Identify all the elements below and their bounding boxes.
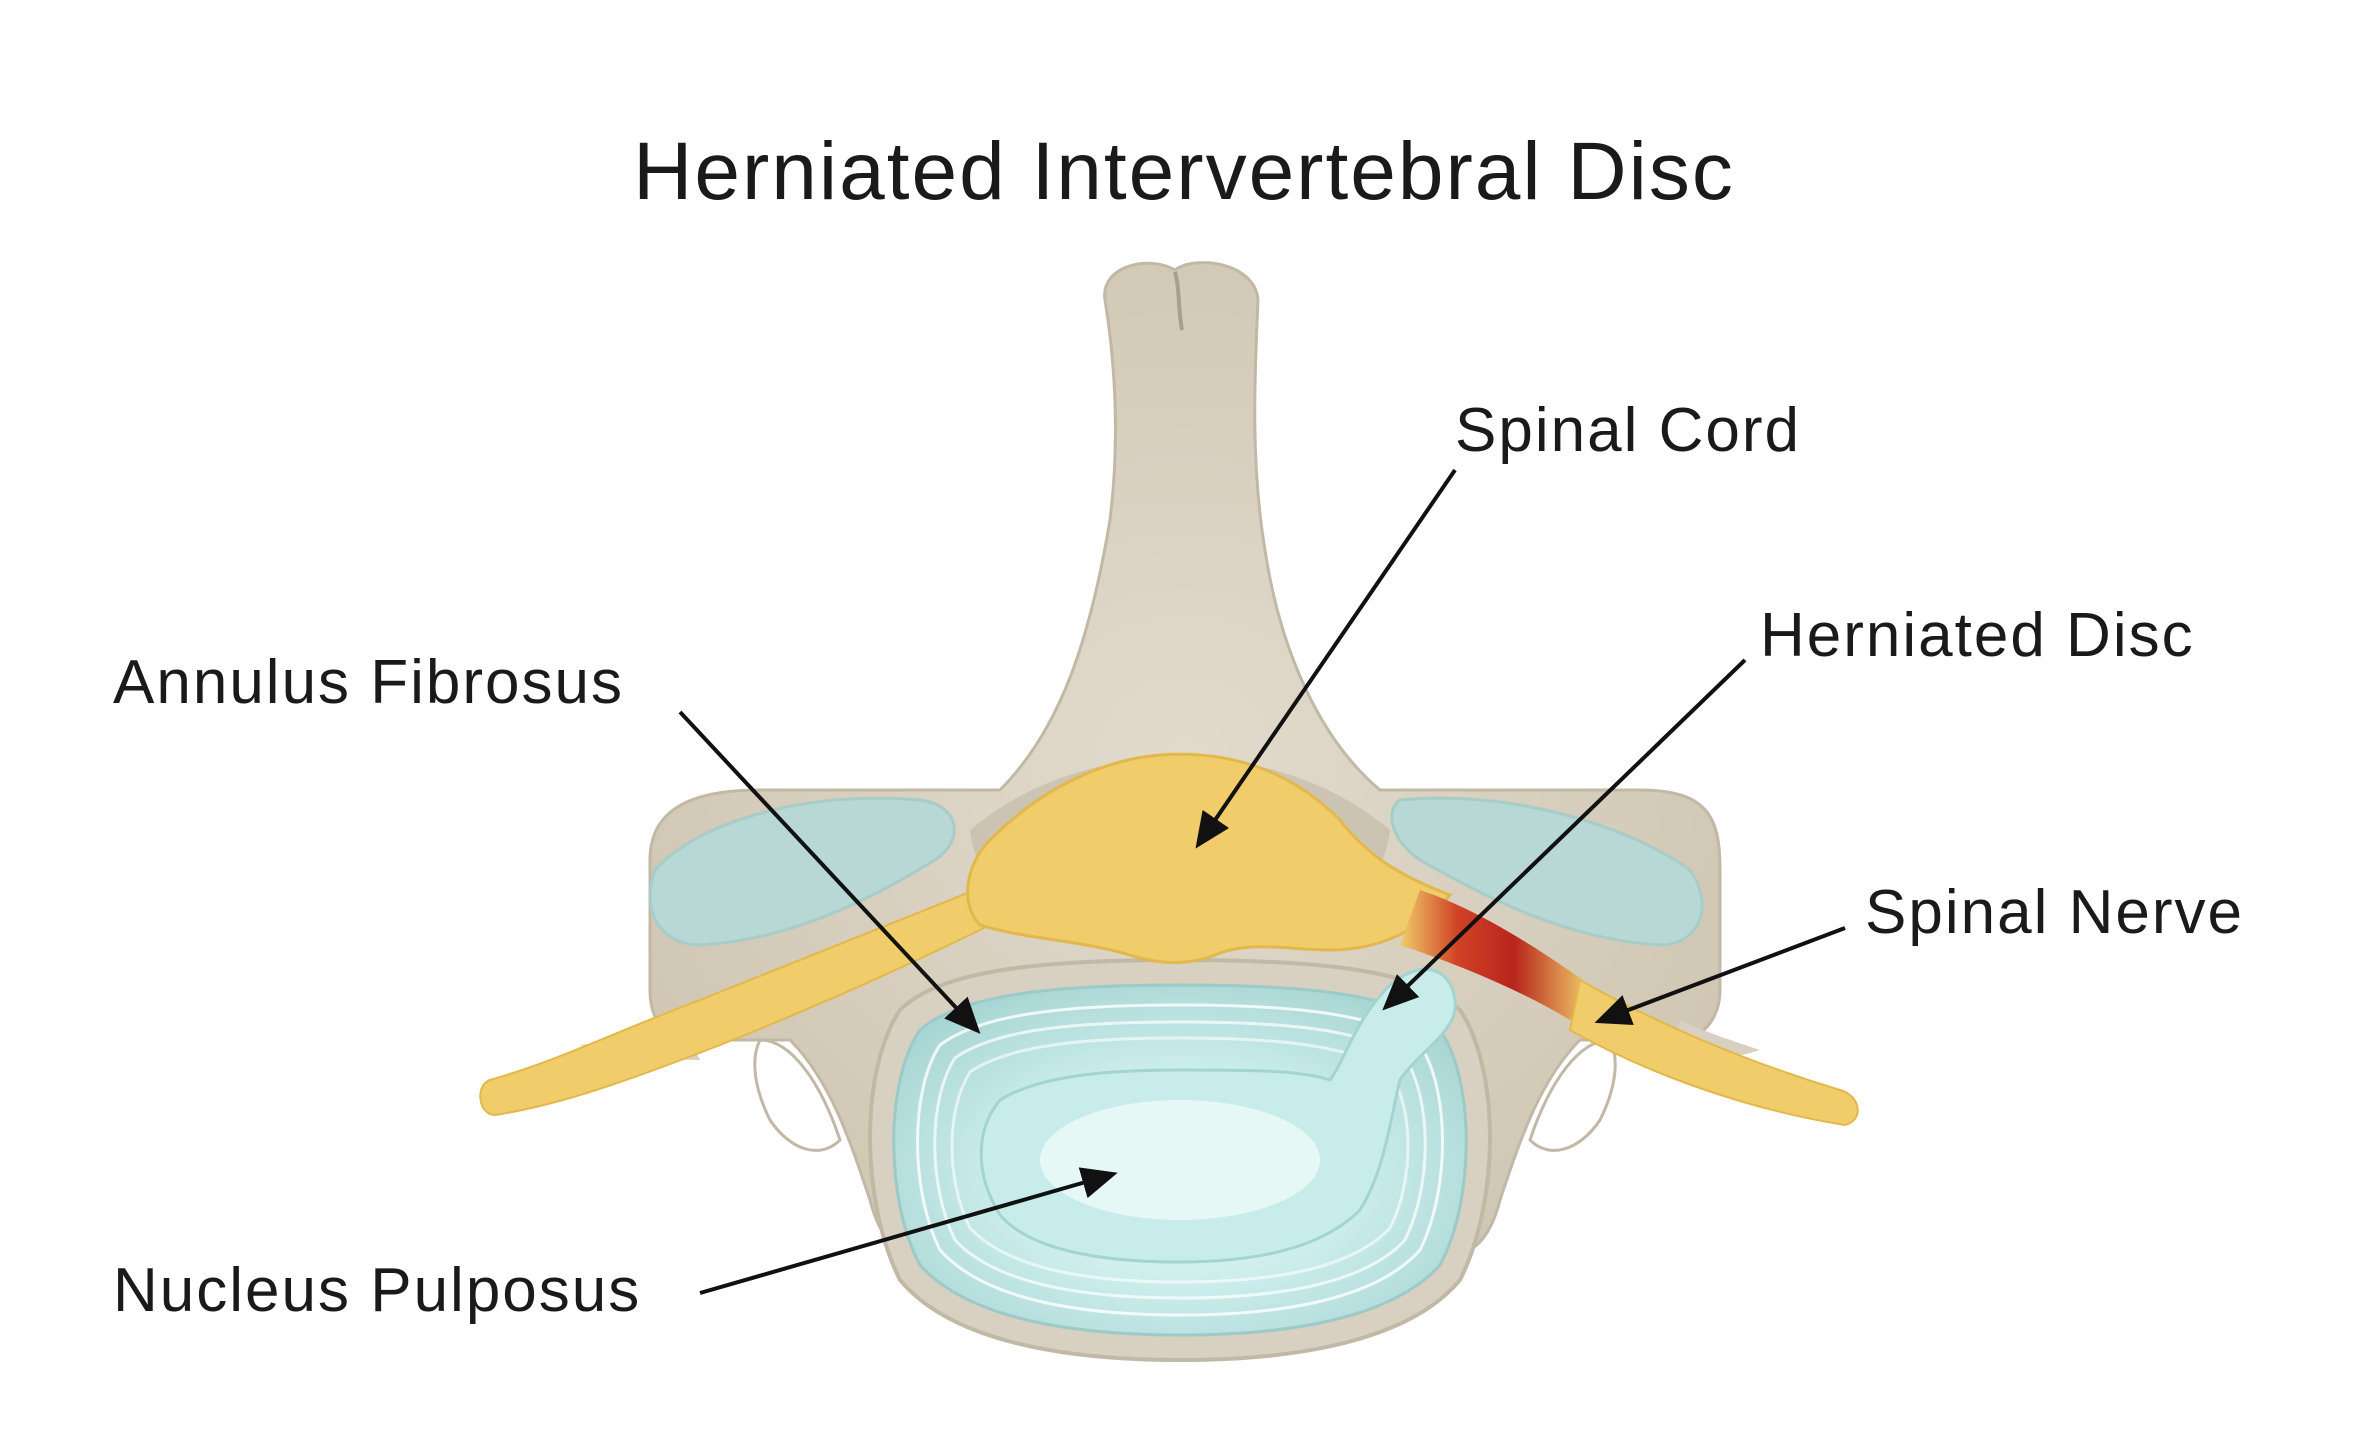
right-facet-joint xyxy=(1390,796,1704,947)
arrow-spinal-cord xyxy=(1195,468,1457,849)
diagram-title: Herniated Intervertebral Disc xyxy=(633,126,1735,217)
arrow-annulus-fibrosus xyxy=(678,710,981,1034)
label-spinal-cord: Spinal Cord xyxy=(1455,396,1801,465)
spinal-cord xyxy=(966,752,1453,964)
left-spinal-nerve xyxy=(479,878,1001,1117)
label-spinal-nerve: Spinal Nerve xyxy=(1865,878,2244,947)
label-herniated-disc: Herniated Disc xyxy=(1760,601,2195,670)
right-spinal-nerve xyxy=(1568,978,1859,1127)
arrow-nucleus-pulposus xyxy=(699,1167,1118,1295)
right-spinal-nerve-inflamed xyxy=(1400,890,1590,1020)
left-facet-joint xyxy=(648,796,956,947)
label-annulus-fibrosus: Annulus Fibrosus xyxy=(113,648,625,717)
label-nucleus-pulposus: Nucleus Pulposus xyxy=(113,1256,642,1325)
arrow-herniated-disc xyxy=(1382,658,1747,1011)
arrow-spinal-nerve xyxy=(1594,926,1846,1026)
